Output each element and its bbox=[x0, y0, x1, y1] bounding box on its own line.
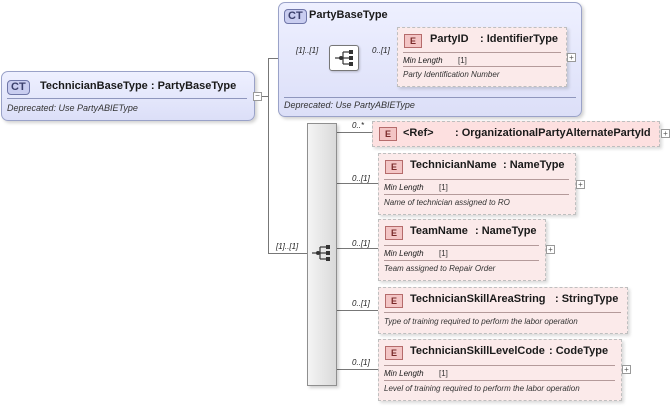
facet-key: Min Length bbox=[384, 369, 424, 378]
divider bbox=[384, 365, 615, 366]
team-name-cardinality: 0..[1] bbox=[352, 239, 370, 248]
base-type-title: PartyBaseType bbox=[309, 9, 388, 21]
divider bbox=[384, 245, 539, 246]
expand-icon[interactable]: + bbox=[622, 365, 631, 374]
divider bbox=[284, 97, 576, 98]
complex-type-badge: CT bbox=[7, 80, 30, 95]
element-type: : OrganizationalPartyAlternatePartyId bbox=[455, 127, 651, 139]
element-name: TechnicianSkillLevelCode bbox=[410, 345, 545, 357]
element-badge: E bbox=[379, 127, 397, 141]
technician-name-element[interactable]: E TechnicianName : NameType Min Length [… bbox=[378, 153, 576, 215]
element-type: : NameType bbox=[503, 159, 565, 171]
facet-key: Min Length bbox=[384, 183, 424, 192]
element-type: : NameType bbox=[475, 225, 537, 237]
skill-area-cardinality: 0..[1] bbox=[352, 299, 370, 308]
partyid-element[interactable]: E PartyID : IdentifierType Min Length [1… bbox=[397, 27, 567, 87]
technician-skill-area-element[interactable]: E TechnicianSkillAreaString : StringType… bbox=[378, 287, 628, 334]
divider bbox=[384, 312, 621, 313]
sequence-bar bbox=[307, 123, 337, 386]
divider bbox=[7, 98, 247, 99]
partyid-cardinality: 0..[1] bbox=[372, 46, 390, 55]
element-badge: E bbox=[385, 346, 403, 360]
complex-type-badge: CT bbox=[284, 9, 307, 24]
element-description: Party Identification Number bbox=[403, 70, 500, 79]
connector-line bbox=[268, 58, 278, 59]
root-type-description: Deprecated: Use PartyABIEType bbox=[7, 103, 138, 113]
divider bbox=[384, 380, 615, 381]
technician-name-cardinality: 0..[1] bbox=[352, 174, 370, 183]
element-description: Level of training required to perform th… bbox=[384, 384, 580, 393]
element-description: Team assigned to Repair Order bbox=[384, 264, 496, 273]
element-name: PartyID bbox=[430, 33, 469, 45]
element-description: Type of training required to perform the… bbox=[384, 317, 578, 326]
element-badge: E bbox=[385, 160, 403, 174]
connector-line bbox=[336, 132, 372, 133]
element-type: : IdentifierType bbox=[480, 33, 559, 45]
sequence-cardinality: [1]..[1] bbox=[296, 46, 319, 55]
divider bbox=[403, 52, 561, 53]
facet-value: [1] bbox=[458, 56, 467, 65]
sequence-cardinality: [1]..[1] bbox=[276, 242, 299, 251]
base-type-description: Deprecated: Use PartyABIEType bbox=[284, 100, 415, 110]
expand-icon[interactable]: + bbox=[576, 180, 585, 189]
technician-skill-level-element[interactable]: E TechnicianSkillLevelCode : CodeType Mi… bbox=[378, 339, 622, 401]
element-badge: E bbox=[404, 34, 422, 48]
sequence-icon[interactable] bbox=[329, 45, 359, 71]
connector-line bbox=[336, 369, 378, 370]
facet-value: [1] bbox=[439, 183, 448, 192]
root-type-title: TechnicianBaseType : PartyBaseType bbox=[40, 80, 237, 92]
element-name: TechnicianSkillAreaString bbox=[410, 293, 546, 305]
element-badge: E bbox=[385, 226, 403, 240]
facet-key: Min Length bbox=[384, 249, 424, 258]
facet-value: [1] bbox=[439, 369, 448, 378]
expand-icon[interactable]: + bbox=[661, 129, 670, 138]
skill-level-cardinality: 0..[1] bbox=[352, 358, 370, 367]
collapse-icon[interactable]: − bbox=[253, 92, 262, 101]
divider bbox=[384, 179, 569, 180]
connector-line bbox=[336, 248, 378, 249]
ref-element[interactable]: E <Ref> : OrganizationalPartyAlternatePa… bbox=[372, 121, 660, 147]
connector-line bbox=[268, 253, 308, 254]
connector-line bbox=[268, 58, 269, 254]
divider bbox=[403, 66, 561, 67]
divider bbox=[384, 260, 539, 261]
sequence-icon[interactable] bbox=[307, 241, 335, 265]
element-type: : CodeType bbox=[549, 345, 609, 357]
root-complex-type[interactable]: CT TechnicianBaseType : PartyBaseType De… bbox=[1, 71, 255, 121]
element-name: TechnicianName bbox=[410, 159, 497, 171]
expand-icon[interactable]: + bbox=[546, 245, 555, 254]
element-badge: E bbox=[385, 294, 403, 308]
expand-icon[interactable]: + bbox=[567, 53, 576, 62]
element-description: Name of technician assigned to RO bbox=[384, 198, 510, 207]
connector-line bbox=[262, 96, 268, 97]
facet-value: [1] bbox=[439, 249, 448, 258]
element-name: TeamName bbox=[410, 225, 468, 237]
connector-line bbox=[336, 310, 378, 311]
ref-cardinality: 0..* bbox=[352, 121, 365, 130]
element-type: : StringType bbox=[555, 293, 619, 305]
connector-line bbox=[336, 183, 378, 184]
element-name: <Ref> bbox=[403, 127, 434, 139]
team-name-element[interactable]: E TeamName : NameType Min Length [1] Tea… bbox=[378, 219, 546, 281]
facet-key: Min Length bbox=[403, 56, 443, 65]
divider bbox=[384, 194, 569, 195]
